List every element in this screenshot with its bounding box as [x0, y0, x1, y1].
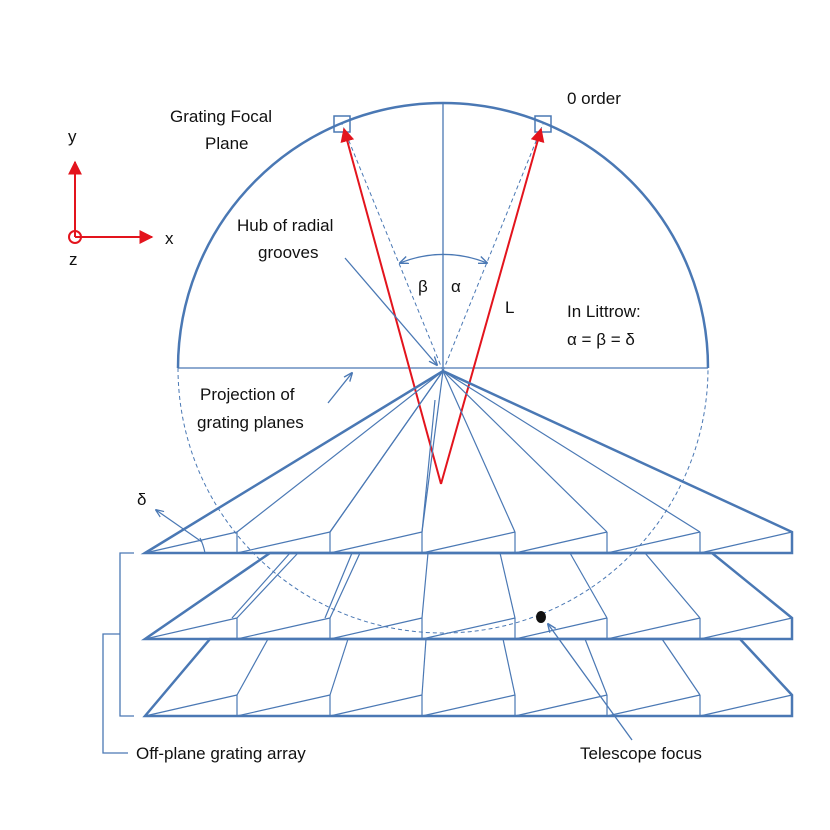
projection-pointer: [327, 373, 352, 404]
littrow-label-2: α = β = δ: [567, 330, 635, 349]
off-plane-array-bracket-upper: [119, 552, 134, 717]
x-axis-label: x: [165, 229, 174, 248]
alpha-label: α: [451, 277, 461, 296]
delta-pointer: [156, 510, 203, 543]
grating-middle-outline: [140, 551, 794, 641]
angle-arc: [400, 253, 487, 263]
y-axis-label: y: [68, 127, 77, 146]
z-axis-icon: [68, 230, 82, 244]
grating-focal-plane: [176, 101, 710, 634]
off-plane-array-label: Off-plane grating array: [136, 744, 306, 763]
projection-label-1: Projection of: [200, 385, 295, 404]
ray-to-zero-order: [440, 127, 545, 485]
light-rays: [340, 127, 545, 485]
focal-plane-dashed-circle: [177, 367, 709, 634]
hub-to-zero-order-dashed: [442, 123, 544, 372]
hub-to-diffracted-dashed: [341, 123, 444, 372]
ray-to-diffracted: [340, 127, 442, 485]
projection-label-2: grating planes: [197, 413, 304, 432]
grating-focal-plane-label-1: Grating Focal: [170, 107, 272, 126]
telescope-focus-label: Telescope focus: [580, 744, 702, 763]
grating-focal-plane-label-2: Plane: [205, 134, 248, 153]
delta-label: δ: [137, 490, 146, 509]
grating-bottom: [142, 637, 794, 718]
L-label: L: [505, 298, 514, 317]
off-plane-array-bracket-lower: [102, 633, 128, 754]
coordinate-axes: x y z: [68, 127, 174, 269]
grating-middle: [140, 551, 794, 641]
telescope-focus-dot: [536, 611, 546, 623]
delta-angle-arc: [199, 537, 206, 554]
hub-label-2: grooves: [258, 243, 318, 262]
littrow-label-1: In Littrow:: [567, 302, 641, 321]
telescope-focus-pointer: [548, 624, 633, 741]
hub-pointer: [344, 257, 437, 365]
grating-array: [140, 369, 794, 718]
grating-bottom-outline: [142, 637, 794, 718]
beta-label: β: [418, 277, 428, 296]
zero-order-label: 0 order: [567, 89, 621, 108]
hub-label-1: Hub of radial: [237, 216, 333, 235]
z-axis-label: z: [69, 250, 78, 269]
